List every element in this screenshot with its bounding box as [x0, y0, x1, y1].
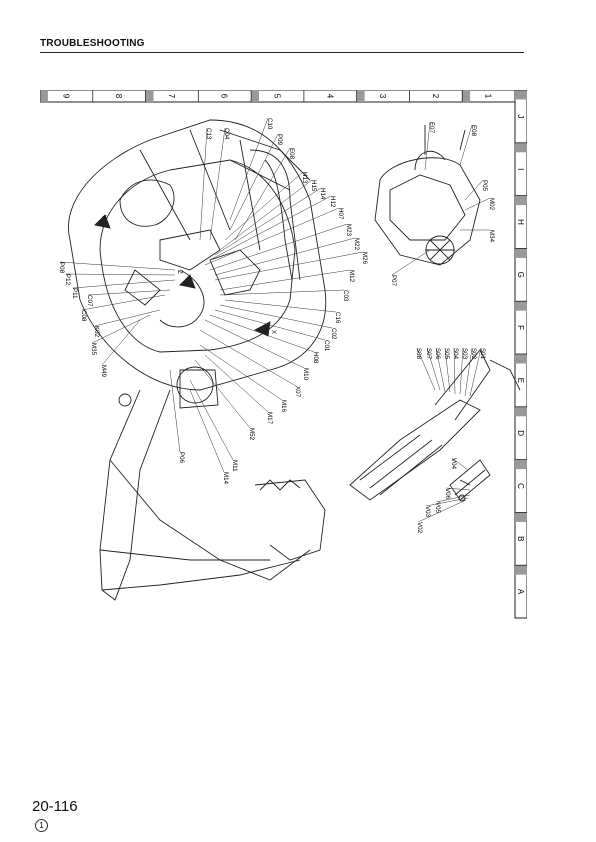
part-label: S06	[434, 348, 441, 360]
part-label: Z	[176, 270, 183, 274]
part-label: S05	[443, 348, 450, 360]
part-label: P08	[58, 262, 65, 274]
part-label: C04	[223, 128, 230, 140]
part-label: C10	[266, 118, 273, 130]
part-label: M10	[302, 368, 309, 381]
top-grid-bar: 9 8 7 6 5 4 3 2 1	[39, 89, 516, 103]
part-label: H12	[329, 196, 336, 208]
grid-number: 5	[273, 94, 282, 99]
page-number: 20-116	[32, 798, 78, 815]
part-label: M22	[353, 238, 360, 251]
wiring-diagram: 9 8 7 6 5 4 3 2 1 J I H G F E D C B A	[39, 89, 528, 619]
part-label: S07	[425, 348, 432, 360]
part-label: Y	[100, 215, 107, 219]
excavator-illustration	[68, 119, 327, 601]
grid-number: 4	[325, 94, 334, 99]
part-label: H15	[310, 180, 317, 192]
part-label: P12	[64, 274, 71, 286]
part-label: C08	[80, 310, 87, 322]
part-label: P06	[178, 452, 185, 464]
part-label: H14	[319, 188, 326, 200]
engine-illustration	[374, 125, 481, 266]
part-label: V02	[416, 522, 423, 534]
part-label: C16	[334, 312, 341, 324]
grid-letter: E	[516, 378, 525, 383]
part-label: M02	[488, 198, 495, 211]
part-label: P07	[390, 275, 397, 287]
grid-letter: H	[516, 219, 525, 225]
part-label: M14	[222, 472, 229, 485]
grid-letter: F	[516, 325, 525, 330]
part-label: M35	[90, 343, 97, 356]
part-label: P11	[71, 288, 78, 299]
section-title: TROUBLESHOOTING	[40, 38, 145, 49]
wiring-diagram-frame: 9 8 7 6 5 4 3 2 1 J I H G F E D C B A	[39, 89, 528, 628]
part-label: M52	[248, 428, 255, 441]
part-label: K02	[93, 326, 100, 338]
part-label: M17	[266, 412, 273, 425]
part-label: C03	[342, 290, 349, 302]
part-label: M11	[231, 460, 238, 472]
grid-number: 9	[61, 94, 70, 99]
part-label: X07	[294, 386, 301, 398]
part-label: M26	[361, 252, 368, 265]
grid-letter: G	[516, 272, 525, 278]
part-label: E08	[288, 148, 295, 160]
part-label: M34	[488, 230, 495, 243]
grid-number: 2	[431, 94, 440, 99]
part-label: V04	[450, 458, 457, 470]
part-label: P09	[276, 134, 283, 146]
grid-number: 7	[167, 94, 176, 99]
grid-number: 3	[378, 94, 387, 99]
grid-letter: C	[516, 483, 525, 489]
header-rule	[40, 52, 524, 53]
grid-letter: J	[516, 114, 525, 118]
grid-letter: A	[516, 589, 525, 595]
part-label: V06	[444, 488, 451, 500]
side-grid-bar: J I H G F E D C B A	[514, 89, 528, 619]
part-label: M12	[348, 270, 355, 283]
part-label: V03	[424, 506, 431, 518]
solenoid-valve-illustration	[449, 459, 491, 502]
grid-number: 8	[114, 94, 123, 99]
part-label: S02	[470, 348, 477, 360]
part-label: H13	[301, 172, 308, 184]
part-label: S08	[415, 348, 422, 360]
part-label: M49	[100, 365, 107, 378]
grid-letter: B	[516, 536, 525, 541]
grid-letter: D	[516, 430, 525, 436]
part-label: C01	[323, 340, 330, 352]
part-label: V05	[434, 502, 441, 514]
machine-labels: C13 C04 C10P09E08H13H15H14H12H07M23M22M26M…	[58, 117, 368, 485]
part-label: X	[270, 330, 277, 334]
control-valve-illustration	[349, 349, 521, 501]
grid-number: 1	[484, 94, 493, 99]
part-label: C13	[205, 128, 212, 140]
part-label: M16	[280, 400, 287, 413]
part-label: M23	[345, 224, 352, 237]
part-label: H08	[312, 352, 319, 364]
part-label: C07	[86, 295, 93, 307]
part-label: P05	[481, 180, 488, 192]
part-label: H07	[337, 208, 344, 220]
grid-number: 6	[220, 94, 229, 99]
part-label: E07	[428, 122, 435, 134]
part-label: S04	[452, 348, 459, 360]
part-label: E08	[470, 125, 477, 137]
revision-mark: 1	[35, 819, 48, 832]
part-label: C02	[330, 328, 337, 340]
part-label: S01	[479, 348, 486, 360]
grid-letter: I	[516, 168, 525, 170]
part-label: S03	[461, 348, 468, 360]
